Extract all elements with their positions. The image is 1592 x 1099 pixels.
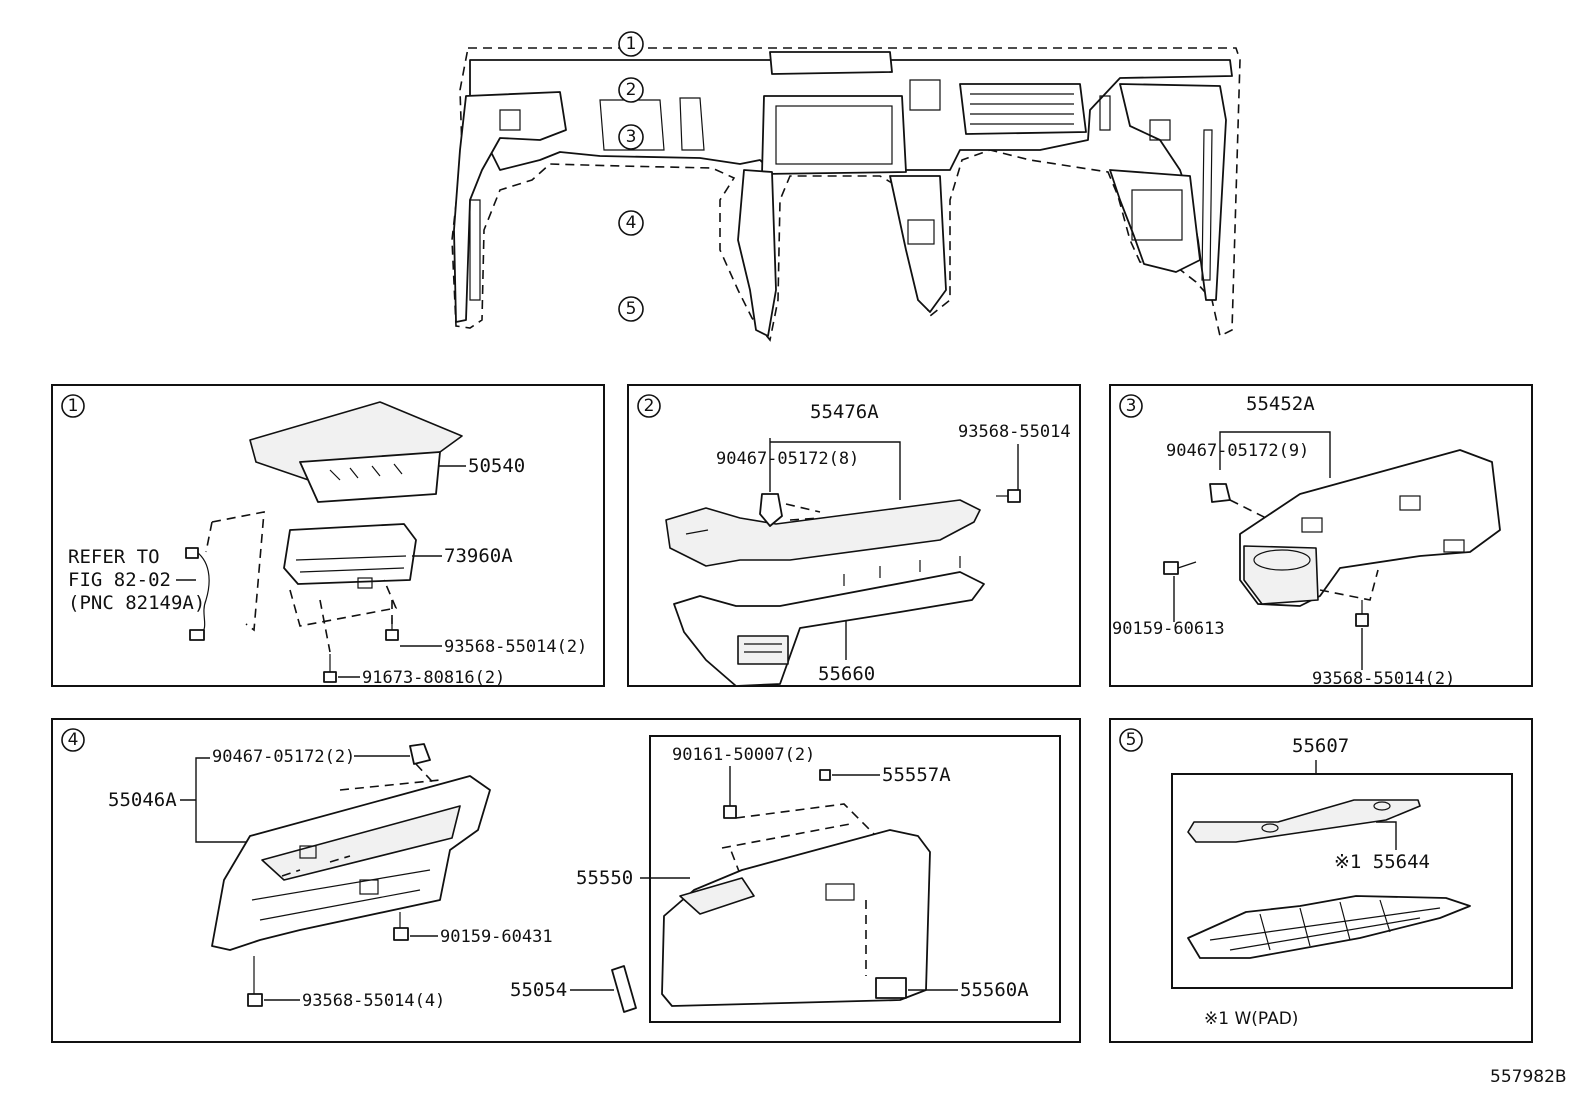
label-73960A: 73960A (444, 545, 513, 567)
callout-3[interactable]: 3 (618, 124, 644, 150)
panel-3-callout (1119, 394, 1143, 418)
bolt-93568-p1[interactable] (385, 618, 399, 641)
overview-assembly (451, 47, 1241, 342)
clip-90467-p3[interactable] (1209, 483, 1231, 503)
panel-1: 1 50540 73960A REFER TO FIG 82-02 (PNC (51, 384, 605, 688)
svg-text:4: 4 (68, 730, 79, 750)
callout-2[interactable]: 2 (618, 77, 644, 103)
refer-line-1: REFER TO (68, 546, 160, 568)
label-93568-p2: 93568-55014 (958, 422, 1071, 442)
bolt-91673[interactable] (323, 654, 337, 683)
label-55550: 55550 (576, 867, 633, 889)
label-55644: ※1 55644 (1334, 851, 1430, 873)
label-55452A: 55452A (1246, 393, 1315, 415)
label-90161: 90161-50007(2) (672, 745, 815, 765)
refer-line-3: (PNC 82149A) (68, 592, 205, 614)
label-90467-p2: 90467-05172(8) (716, 449, 859, 469)
label-93568-p1: 93568-55014(2) (444, 637, 587, 657)
svg-text:5: 5 (626, 299, 637, 319)
label-93568-p3: 93568-55014(2) (1312, 669, 1455, 689)
label-55660: 55660 (818, 663, 875, 685)
label-55560A: 55560A (960, 979, 1029, 1001)
label-90467-p3: 90467-05172(9) (1166, 441, 1309, 461)
svg-text:1: 1 (626, 34, 637, 54)
clip-55557A[interactable] (819, 769, 831, 781)
label-55476A: 55476A (810, 401, 879, 423)
panel-4: 4 90467-05172(2) 55046A 90159-60431 (51, 718, 1081, 1043)
panel-2-callout (637, 394, 661, 418)
part-55660-shape[interactable] (673, 556, 985, 687)
callout-5[interactable]: 5 (618, 296, 644, 322)
label-91673: 91673-80816(2) (362, 668, 505, 688)
callout-4[interactable]: 4 (618, 210, 644, 236)
label-93568-p4: 93568-55014(4) (302, 991, 445, 1011)
glovebox-subframe (649, 735, 1061, 1023)
part-55607-shape[interactable] (1187, 895, 1471, 959)
part-55560A-shape[interactable] (875, 977, 907, 999)
svg-text:2: 2 (644, 396, 655, 416)
label-50540: 50540 (468, 455, 525, 477)
part-50540-shape[interactable] (249, 401, 463, 503)
part-55550-shape[interactable] (661, 829, 931, 1007)
overview-callouts: 1 2 3 4 5 (618, 31, 644, 322)
label-90467-p4: 90467-05172(2) (212, 747, 355, 767)
clip-90467-p2[interactable] (759, 493, 783, 527)
label-90159-p4: 90159-60431 (440, 927, 553, 947)
callout-1[interactable]: 1 (618, 31, 644, 57)
screw-93568-p4[interactable] (247, 956, 263, 1007)
svg-text:4: 4 (626, 213, 637, 233)
label-55557A: 55557A (882, 764, 951, 786)
label-55607: 55607 (1292, 735, 1349, 757)
figure-id: 557982B (1490, 1067, 1567, 1087)
screw-93568-p3[interactable] (1355, 600, 1369, 627)
panel-1-callout (61, 394, 85, 418)
svg-text:1: 1 (68, 396, 79, 416)
label-90159-p3: 90159-60613 (1112, 619, 1225, 639)
part-55644-shape[interactable] (1187, 799, 1421, 843)
part-55476A-shape[interactable] (665, 499, 981, 567)
part-55046A-shape[interactable] (211, 775, 491, 951)
panel-4-callout (61, 728, 85, 752)
screw-90161[interactable] (723, 805, 737, 819)
svg-text:2: 2 (626, 80, 637, 100)
label-55054: 55054 (510, 979, 567, 1001)
panel-2: 2 55476A 90467-05172(8) 93568-55014 5566… (627, 384, 1081, 687)
panel-5-callout (1119, 728, 1143, 752)
label-55046A: 55046A (108, 789, 177, 811)
harness-shape[interactable] (185, 547, 210, 641)
note-pad: ※1 W(PAD) (1204, 1009, 1298, 1029)
screw-90159-p3[interactable] (1163, 561, 1197, 575)
pad-subframe (1171, 773, 1513, 989)
part-55452A-shape[interactable] (1239, 449, 1501, 607)
part-73960A-shape[interactable] (283, 523, 417, 589)
clip-90467-p4[interactable] (409, 743, 431, 765)
svg-text:5: 5 (1126, 730, 1137, 750)
panel-5: 5 55607 ※1 55644 ※1 W(PAD) (1109, 718, 1533, 1043)
panel-3: 3 55452A 90467-05172(9) 90159-60613 (1109, 384, 1533, 689)
screw-93568-p2[interactable] (996, 489, 1021, 503)
part-55054-shape[interactable] (611, 965, 637, 1013)
screw-90159-p4[interactable] (393, 912, 409, 941)
svg-text:3: 3 (1126, 396, 1137, 416)
svg-text:3: 3 (626, 127, 637, 147)
refer-line-2: FIG 82-02 (68, 569, 171, 591)
